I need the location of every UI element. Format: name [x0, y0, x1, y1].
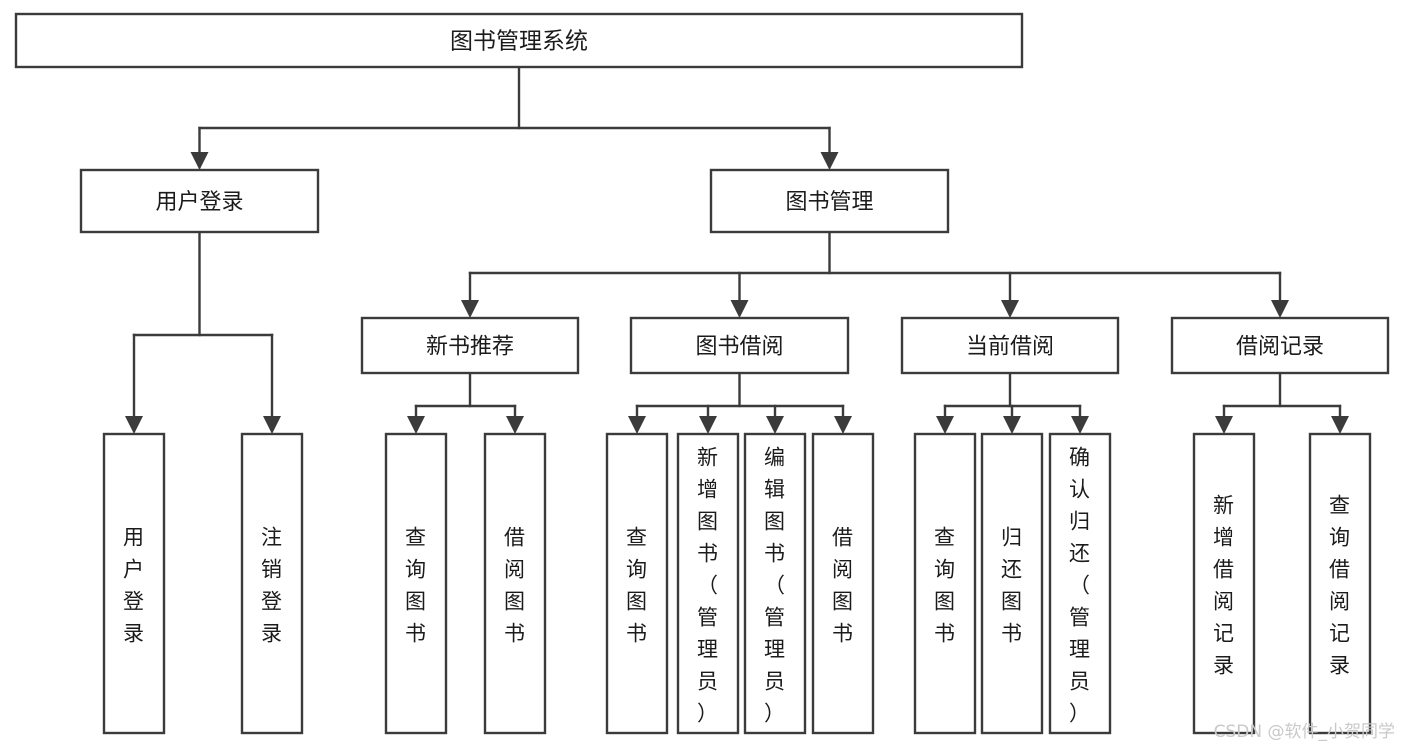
- leaf-label: 查询图书: [934, 526, 956, 646]
- node-label: 新书推荐: [426, 335, 514, 360]
- level3-node-new-book-rec[interactable]: 新书推荐: [360, 316, 580, 375]
- level2-node-book-manage[interactable]: 图书管理: [709, 168, 950, 234]
- node-boxes: 图书管理系统用户登录图书管理新书推荐图书借阅当前借阅借阅记录用户登录注销登录查询…: [14, 12, 1390, 735]
- leaf-box-leaf-user-logout[interactable]: 注销登录: [240, 432, 304, 735]
- leaf-box-leaf-query-book-1[interactable]: 查询图书: [384, 432, 448, 735]
- node-label: 当前借阅: [966, 335, 1054, 360]
- leaf-label: 注销登录: [261, 526, 283, 646]
- level3-node-current-borrow[interactable]: 当前借阅: [900, 316, 1120, 375]
- node-label: 借阅记录: [1236, 335, 1324, 360]
- leaf-label: 新增图书（管理员）: [697, 446, 719, 726]
- leaf-box-leaf-query-book-3[interactable]: 查询图书: [913, 432, 977, 735]
- node-label: 用户登录: [155, 190, 243, 215]
- root-node-book-system[interactable]: 图书管理系统: [14, 12, 1024, 69]
- leaf-box-leaf-borrow-book-1[interactable]: 借阅图书: [483, 432, 547, 735]
- leaf-box-leaf-query-book-2[interactable]: 查询图书: [605, 432, 669, 735]
- leaf-label: 借阅图书: [832, 526, 854, 646]
- leaf-box-leaf-add-record[interactable]: 新增借阅记录: [1192, 432, 1256, 735]
- leaf-label: 用户登录: [123, 526, 145, 646]
- connector-lines: [125, 65, 1349, 434]
- level3-node-book-borrow[interactable]: 图书借阅: [629, 316, 850, 375]
- leaf-box-leaf-query-record[interactable]: 查询借阅记录: [1308, 432, 1372, 735]
- level3-node-borrow-record[interactable]: 借阅记录: [1170, 316, 1390, 375]
- leaf-box-leaf-user-login[interactable]: 用户登录: [102, 432, 166, 735]
- leaf-box-leaf-confirm-return[interactable]: 确认归还（管理员）: [1048, 432, 1112, 735]
- leaf-label: 编辑图书（管理员）: [764, 446, 786, 726]
- leaf-label: 归还图书: [1001, 526, 1023, 646]
- node-label: 图书借阅: [695, 335, 783, 360]
- node-label: 图书管理系统: [450, 29, 588, 55]
- leaf-label: 查询图书: [626, 526, 648, 646]
- leaf-label: 借阅图书: [504, 526, 526, 646]
- leaf-box-leaf-add-book[interactable]: 新增图书（管理员）: [676, 432, 740, 735]
- leaf-box-leaf-borrow-book-2[interactable]: 借阅图书: [811, 432, 875, 735]
- leaf-box-leaf-edit-book[interactable]: 编辑图书（管理员）: [743, 432, 807, 735]
- leaf-label: 查询图书: [405, 526, 427, 646]
- leaf-label: 确认归还（管理员）: [1069, 446, 1091, 726]
- leaf-box-leaf-return-book[interactable]: 归还图书: [980, 432, 1044, 735]
- leaf-label: 查询借阅记录: [1329, 494, 1351, 678]
- level2-node-user-login[interactable]: 用户登录: [79, 168, 320, 234]
- node-label: 图书管理: [785, 190, 873, 215]
- leaf-label: 新增借阅记录: [1213, 494, 1235, 678]
